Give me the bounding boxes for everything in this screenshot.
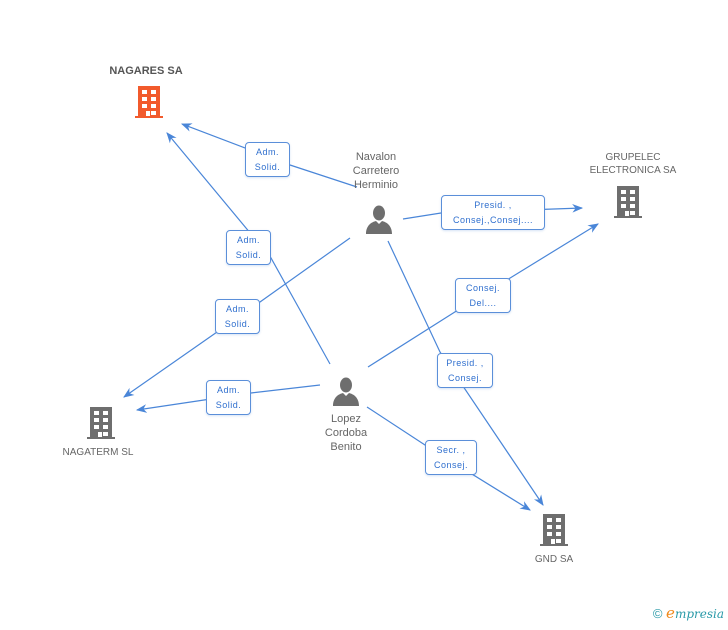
- company-name-line: GRUPELEC: [605, 152, 661, 163]
- edge-lopez-nagaterm: [135, 384, 321, 413]
- edge-label[interactable]: Consej. Del....: [455, 278, 511, 313]
- person-name-line: Cordoba: [324, 427, 368, 439]
- person-name-line: Lopez: [331, 413, 361, 425]
- edge-label-line: Consej.,Consej....: [452, 215, 534, 225]
- edge-lopez-nagares: [166, 132, 331, 365]
- building-icon[interactable]: [538, 512, 570, 548]
- edge-label-line: Consej.: [447, 373, 482, 383]
- brand-name: mpresia: [674, 607, 724, 621]
- copyright-icon: ©: [652, 606, 663, 621]
- building-icon[interactable]: [85, 405, 117, 441]
- edge-label-line: Adm.: [225, 304, 249, 314]
- edge-navalon-nagaterm: [123, 237, 351, 398]
- edge-label-line: Solid.: [215, 400, 242, 410]
- edge-label[interactable]: Adm. Solid.: [206, 380, 251, 415]
- brand-initial: e: [666, 604, 675, 622]
- edge-label-line: Solid.: [254, 162, 281, 172]
- edge-label-line: Solid.: [235, 250, 262, 260]
- company-label-nagares[interactable]: NAGARES SA: [109, 65, 183, 77]
- building-icon[interactable]: [133, 84, 165, 120]
- edge-label-line: Adm.: [255, 147, 279, 157]
- person-name-line: Carretero: [352, 165, 400, 177]
- edge-label-line: Secr. ,: [436, 445, 466, 455]
- empresia-brand[interactable]: © empresia: [653, 604, 724, 622]
- edge-label-line: Presid. ,: [474, 200, 512, 210]
- company-label-gnd[interactable]: GND SA: [534, 554, 574, 565]
- company-name-line: ELECTRONICA SA: [589, 165, 677, 176]
- person-label-lopez[interactable]: Lopez Cordoba Benito: [296, 412, 396, 454]
- edge-label-line: Adm.: [216, 385, 240, 395]
- building-icon[interactable]: [612, 184, 644, 220]
- edge-label[interactable]: Adm. Solid.: [215, 299, 260, 334]
- edge-label[interactable]: Presid. , Consej.,Consej....: [441, 195, 545, 230]
- edge-label[interactable]: Secr. , Consej.: [425, 440, 477, 475]
- edge-navalon-gnd: [387, 240, 544, 506]
- edge-label-line: Solid.: [224, 319, 251, 329]
- edge-label-line: Presid. ,: [446, 358, 484, 368]
- edge-label-line: Adm.: [236, 235, 260, 245]
- person-name-line: Navalon: [355, 151, 397, 163]
- edge-navalon-nagares: [180, 123, 358, 188]
- person-icon[interactable]: [331, 376, 361, 406]
- edge-label[interactable]: Adm. Solid.: [226, 230, 271, 265]
- person-label-navalon[interactable]: Navalon Carretero Herminio: [326, 150, 426, 192]
- edge-label-line: Consej.: [465, 283, 500, 293]
- company-label-nagaterm[interactable]: NAGATERM SL: [62, 447, 134, 458]
- person-name-line: Benito: [330, 441, 362, 453]
- edge-label-line: Consej.: [433, 460, 468, 470]
- edge-label[interactable]: Presid. , Consej.: [437, 353, 493, 388]
- person-icon[interactable]: [364, 204, 394, 234]
- edge-label[interactable]: Adm. Solid.: [245, 142, 290, 177]
- company-label-grupelec[interactable]: GRUPELEC ELECTRONICA SA: [578, 151, 688, 177]
- edge-label-line: Del....: [469, 298, 497, 308]
- person-name-line: Herminio: [353, 179, 398, 191]
